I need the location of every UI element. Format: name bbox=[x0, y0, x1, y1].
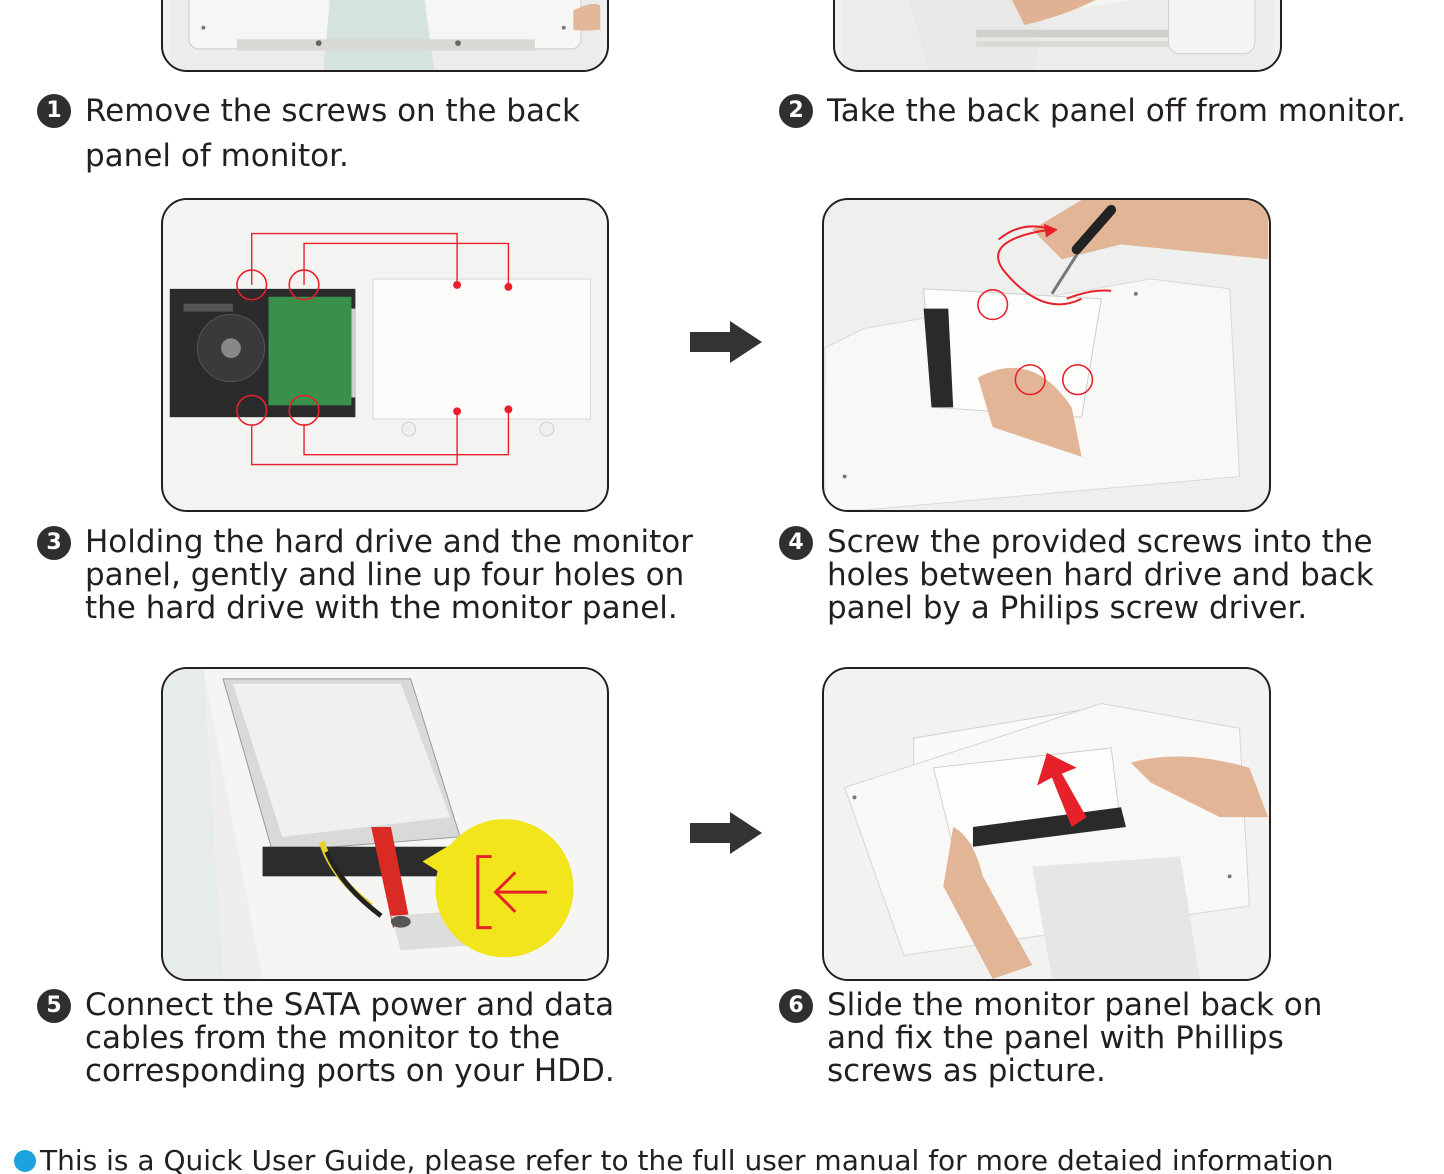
photo-align-holes bbox=[161, 198, 609, 512]
step-6: 6 Slide the monitor panel back on and fi… bbox=[779, 989, 1322, 1088]
step-number-badge: 5 bbox=[37, 989, 71, 1023]
step-number-badge: 4 bbox=[779, 526, 813, 560]
photo-connect-cables bbox=[161, 667, 609, 981]
step-5: 5 Connect the SATA power and data cables… bbox=[37, 989, 615, 1088]
screwdriver-illustration bbox=[824, 200, 1269, 510]
step-instruction: Screw the provided screws into the holes… bbox=[827, 524, 1374, 626]
step-instruction: Take the back panel off from monitor. bbox=[827, 93, 1407, 129]
photo-remove-screws bbox=[161, 0, 609, 72]
monitor-back-illustration bbox=[169, 0, 601, 70]
step-1: 1 Remove the screws on the back panel of… bbox=[37, 93, 580, 179]
photo-slide-panel-back bbox=[822, 667, 1271, 981]
step-4: 4 Screw the provided screws into the hol… bbox=[779, 526, 1374, 625]
step-instruction: Connect the SATA power and data cables f… bbox=[85, 987, 615, 1089]
right-arrow-icon bbox=[690, 321, 762, 363]
footer-note: This is a Quick User Guide, please refer… bbox=[0, 1144, 1444, 1174]
step-2: 2 Take the back panel off from monitor. bbox=[779, 93, 1406, 134]
step-instruction: Slide the monitor panel back on and fix … bbox=[827, 987, 1323, 1089]
sata-connection-illustration bbox=[163, 669, 607, 979]
step-instruction: Holding the hard drive and the monitor p… bbox=[85, 524, 693, 626]
blue-dot-icon bbox=[14, 1150, 36, 1172]
footer-text: This is a Quick User Guide, please refer… bbox=[40, 1144, 1334, 1174]
hard-drive-alignment-illustration bbox=[163, 200, 607, 510]
right-arrow-icon bbox=[690, 812, 762, 854]
panel-removal-illustration bbox=[841, 0, 1274, 70]
photo-take-panel-off bbox=[833, 0, 1282, 72]
step-number-badge: 1 bbox=[37, 94, 71, 128]
step-number-badge: 3 bbox=[37, 526, 71, 560]
step-number-badge: 2 bbox=[779, 94, 813, 128]
photo-screw-drive bbox=[822, 198, 1271, 512]
panel-slide-illustration bbox=[824, 669, 1269, 979]
step-instruction: Remove the screws on the back panel of m… bbox=[85, 93, 580, 174]
step-3: 3 Holding the hard drive and the monitor… bbox=[37, 526, 693, 625]
step-number-badge: 6 bbox=[779, 989, 813, 1023]
